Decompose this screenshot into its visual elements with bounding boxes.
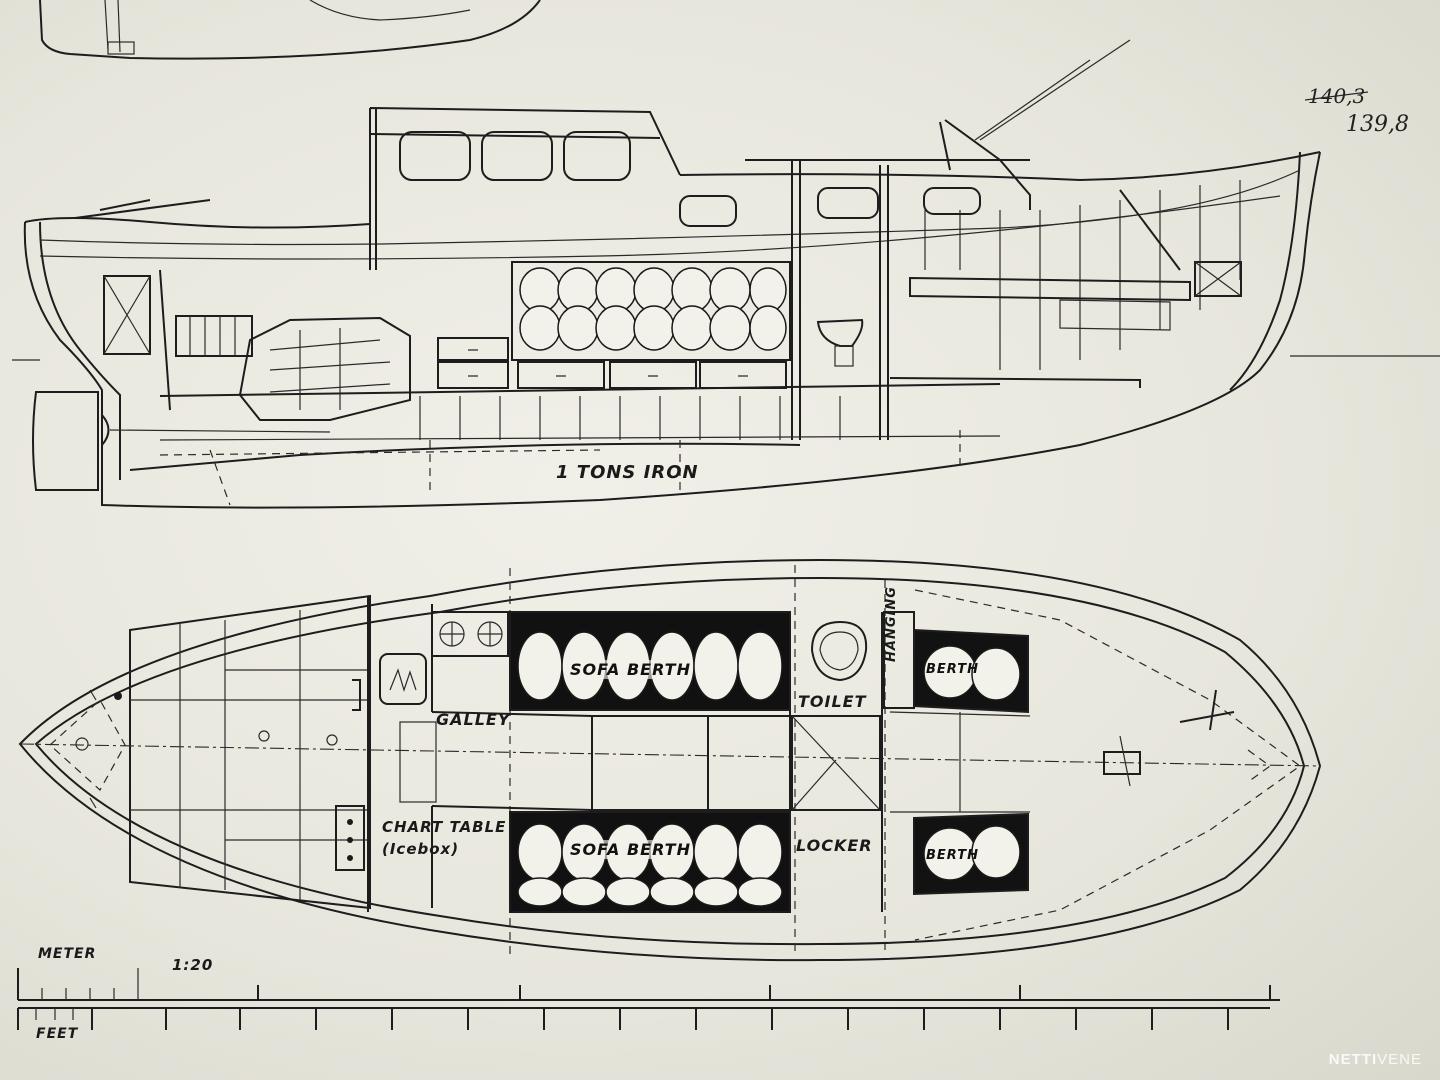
icebox-label: (Icebox) [382, 840, 460, 858]
feet-label: FEET [36, 1026, 79, 1042]
upper-berth-label: BERTH [926, 662, 979, 677]
locker-label: LOCKER [796, 836, 873, 855]
galley-label: GALLEY [436, 710, 511, 729]
chart-table-label: CHART TABLE [382, 818, 507, 836]
plan-view [18, 558, 1322, 962]
meter-scale-bar [17, 968, 1280, 1001]
meter-label: METER [38, 946, 97, 962]
feet-scale-bar [17, 1007, 1270, 1030]
strike-line [1304, 91, 1369, 101]
fwd-berth-cushions [923, 645, 1021, 881]
ballast-label: 1 TONS IRON [556, 462, 699, 483]
lower-berth-label: BERTH [926, 848, 979, 863]
upper-sofa-berth-label: SOFA BERTH [570, 660, 691, 679]
scale-ratio: 1:20 [172, 956, 214, 974]
nettivene-watermark: NETTIVENE [1328, 1051, 1422, 1068]
hanging-label: HANGING [884, 586, 899, 662]
top-hull-fragment [39, 0, 541, 60]
handwritten-crossed-value: 140,3 [1308, 84, 1366, 108]
handwritten-value: 139,8 [1346, 112, 1409, 137]
side-profile [12, 39, 1440, 509]
lower-sofa-berth-label: SOFA BERTH [570, 840, 691, 859]
profile-cushions [519, 267, 787, 351]
toilet-label: TOILET [798, 692, 867, 711]
